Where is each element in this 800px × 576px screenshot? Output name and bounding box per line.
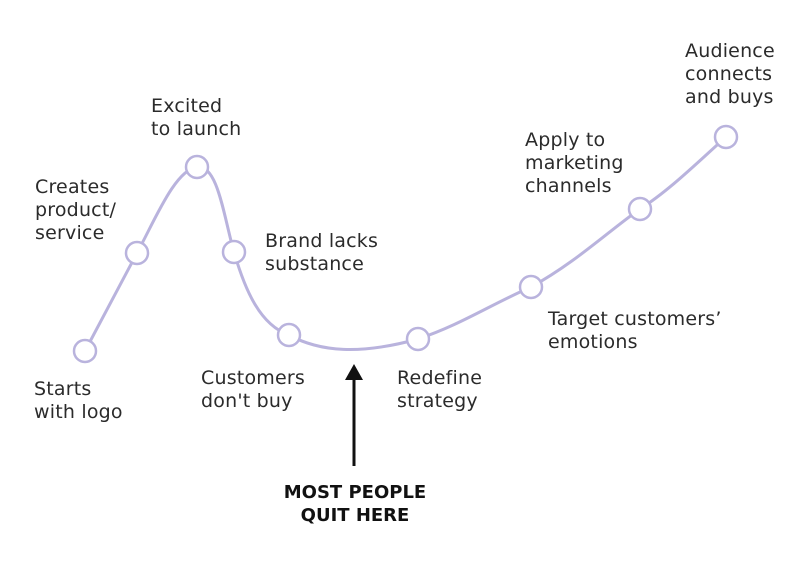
label-brand-lacks-substance: Brand lacks substance	[265, 230, 379, 275]
label-customers-dont-buy: Customers don't buy	[201, 367, 305, 412]
label-target-customers-emotions: Target customers’ emotions	[548, 308, 722, 353]
label-apply-to-marketing-channels: Apply to marketing channels	[525, 129, 624, 197]
node-redefine-strategy	[405, 326, 431, 352]
label-excited-to-launch: Excited to launch	[151, 95, 242, 140]
label-starts-with-logo: Starts with logo	[34, 378, 123, 423]
node-apply-to-marketing-channels	[627, 196, 653, 222]
label-audience-connects-and-buys: Audience connects and buys	[685, 40, 775, 108]
node-customers-dont-buy	[276, 322, 302, 348]
label-creates-product: Creates product/ service	[35, 176, 117, 244]
node-creates-product	[124, 240, 150, 266]
node-audience-connects-and-buys	[713, 124, 739, 150]
label-redefine-strategy: Redefine strategy	[397, 367, 483, 412]
most-people-quit-here-callout: MOST PEOPLE QUIT HERE	[283, 482, 427, 526]
node-starts-with-logo	[72, 338, 98, 364]
quit-arrow-head	[345, 364, 363, 380]
node-target-customers-emotions	[518, 274, 544, 300]
node-excited-to-launch	[184, 154, 210, 180]
node-brand-lacks-substance	[221, 239, 247, 265]
